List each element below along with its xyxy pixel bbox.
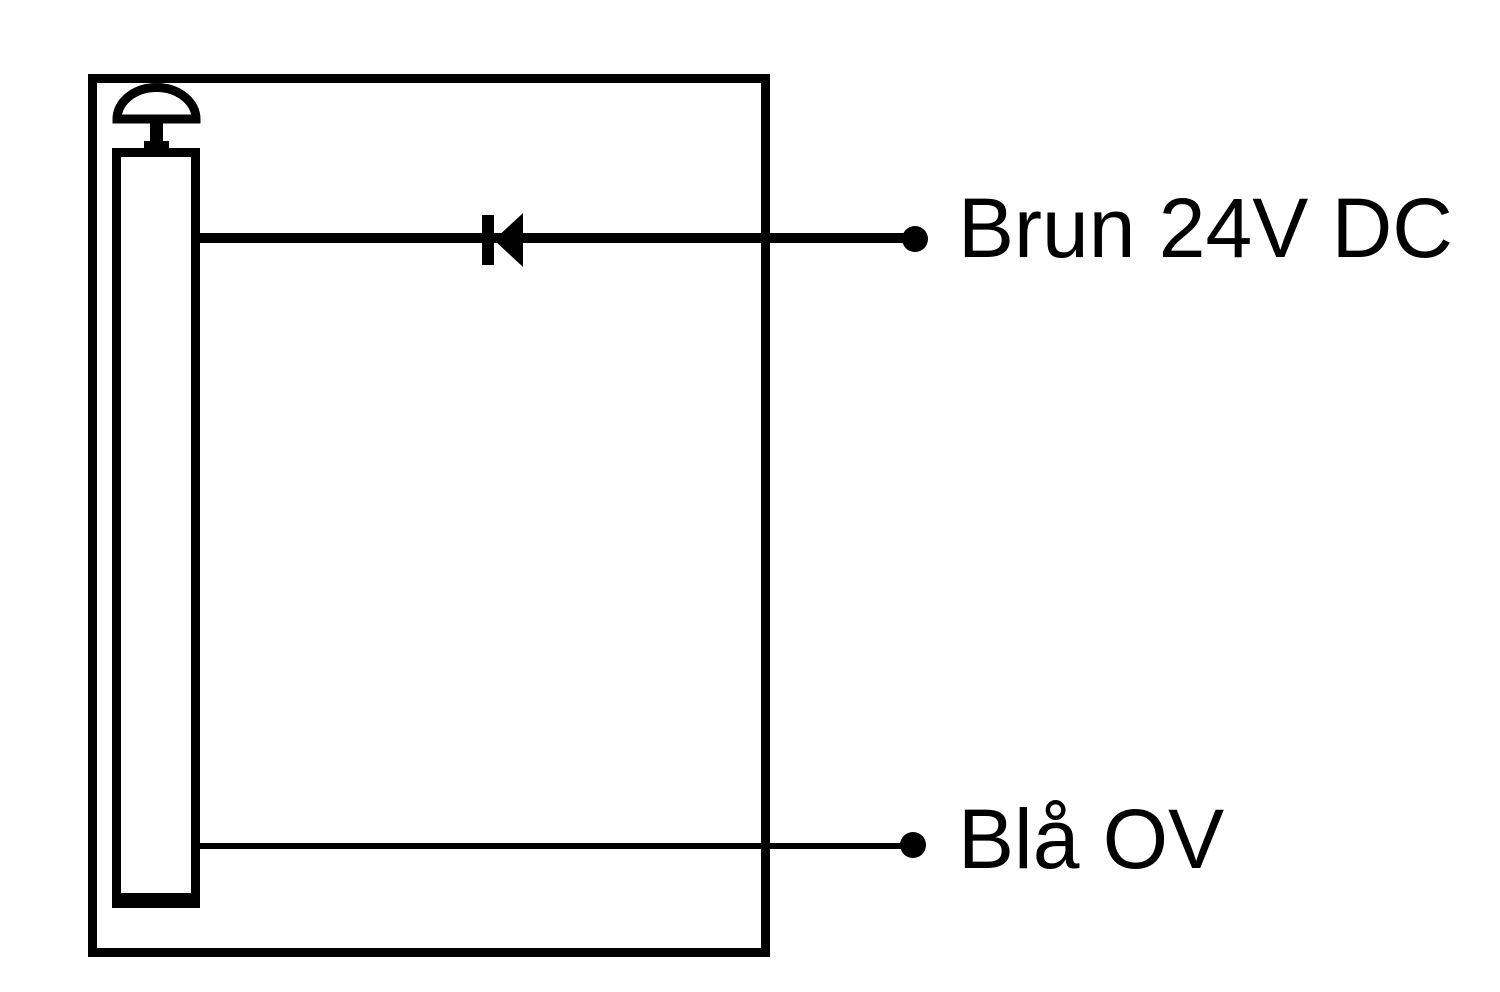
enclosure-outline xyxy=(88,74,770,957)
brown-wire-label: Brun 24V DC xyxy=(958,181,1453,275)
diode-anode-triangle xyxy=(494,213,523,267)
sensor-body xyxy=(112,148,200,904)
sensor-body-base xyxy=(112,893,200,908)
diode-cathode-bar xyxy=(482,215,494,265)
blue-wire-label: Blå OV xyxy=(958,792,1225,886)
actuator-stem-foot xyxy=(144,141,169,149)
diode-symbol xyxy=(482,213,523,267)
brown-wire-terminal-dot xyxy=(902,226,928,252)
blue-wire-terminal-dot xyxy=(900,832,926,858)
actuator-dome xyxy=(112,83,201,124)
